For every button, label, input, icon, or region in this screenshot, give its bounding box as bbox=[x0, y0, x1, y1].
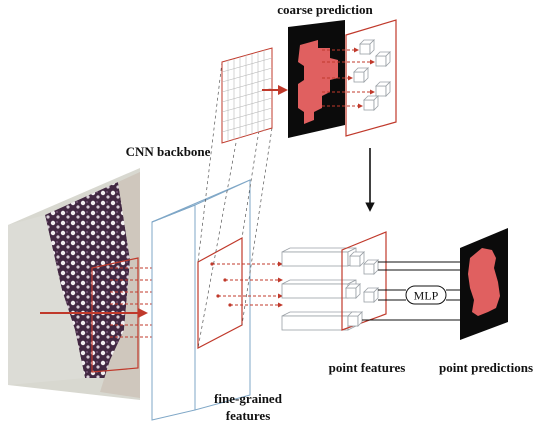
coarse-prediction-label: coarse prediction bbox=[277, 2, 373, 17]
coarse-refine-box bbox=[345, 19, 397, 137]
coarse-dashes bbox=[322, 47, 375, 109]
coarse-prediction-mask bbox=[288, 20, 345, 138]
image-to-backbone-dashes bbox=[110, 267, 152, 338]
fine-grained-label-line2: features bbox=[226, 408, 271, 423]
input-image bbox=[8, 168, 140, 400]
fine-grained-label-line1: fine-grained bbox=[214, 391, 283, 406]
point-predictions-mask bbox=[460, 228, 508, 340]
mlp-label: MLP bbox=[414, 289, 439, 303]
point-features-box bbox=[341, 231, 387, 331]
point-features-label: point features bbox=[329, 360, 406, 375]
point-feature-cubes bbox=[345, 251, 379, 327]
fine-grained-feature-bars bbox=[281, 247, 357, 331]
mlp-box bbox=[405, 285, 447, 305]
point-predictions-label: point predictions bbox=[439, 360, 533, 375]
cnn-backbone-label: CNN backbone bbox=[126, 144, 211, 159]
sampling-grid bbox=[221, 47, 273, 144]
coarse-feature-cubes bbox=[353, 39, 391, 111]
feature-sampling-dashes bbox=[212, 261, 283, 308]
cnn-backbone-block bbox=[151, 179, 251, 421]
